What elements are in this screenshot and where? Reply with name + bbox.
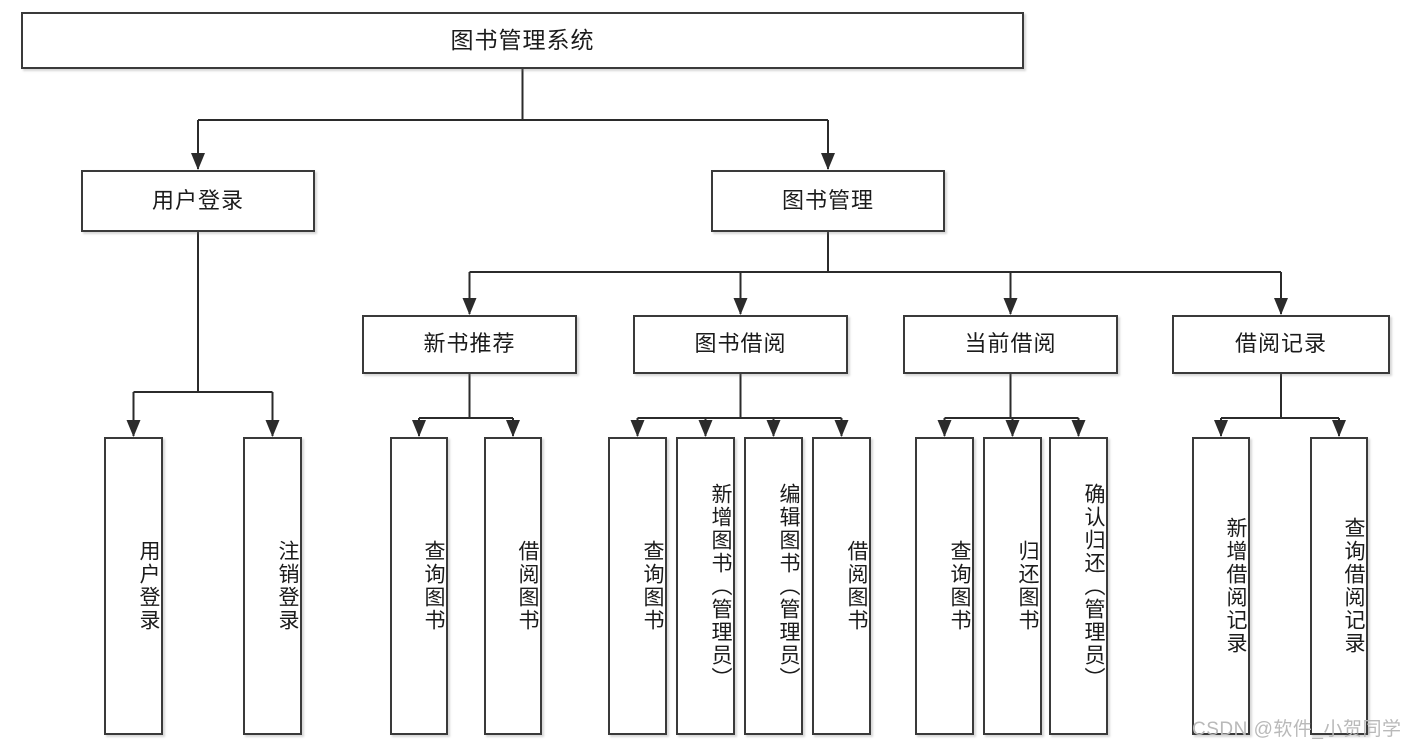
node-label: 新增图书（管理员） (709, 482, 732, 690)
node-label: 确认归还（管理员） (1082, 482, 1105, 690)
node-label: 注销登录 (276, 540, 299, 632)
node-root-system[interactable]: 图书管理系统 (21, 12, 1024, 69)
leaf-current-query-book[interactable]: 查询图书 (915, 437, 974, 735)
node-book-management[interactable]: 图书管理 (711, 170, 945, 232)
node-label: 图书管理 (781, 187, 874, 213)
leaf-borrow-edit-book-admin[interactable]: 编辑图书（管理员） (744, 437, 803, 735)
node-label: 新增借阅记录 (1224, 517, 1247, 655)
node-label: 借阅图书 (516, 540, 539, 632)
leaf-current-return-book[interactable]: 归还图书 (983, 437, 1042, 735)
leaf-record-query[interactable]: 查询借阅记录 (1310, 437, 1368, 735)
node-label: 借阅记录 (1234, 331, 1327, 357)
leaf-recommend-borrow-book[interactable]: 借阅图书 (484, 437, 542, 735)
leaf-borrow-borrow-book[interactable]: 借阅图书 (812, 437, 871, 735)
leaf-borrow-query-book[interactable]: 查询图书 (608, 437, 667, 735)
node-user-login[interactable]: 用户登录 (81, 170, 315, 232)
node-label: 借阅图书 (845, 540, 868, 632)
node-label: 查询图书 (948, 540, 971, 632)
node-borrow-record[interactable]: 借阅记录 (1172, 315, 1390, 374)
node-new-book-recommend[interactable]: 新书推荐 (362, 315, 577, 374)
node-book-borrow[interactable]: 图书借阅 (633, 315, 848, 374)
node-label: 查询借阅记录 (1342, 517, 1365, 655)
leaf-logout[interactable]: 注销登录 (243, 437, 302, 735)
node-label: 图书管理系统 (450, 26, 595, 53)
node-label: 查询图书 (641, 540, 664, 632)
node-label: 编辑图书（管理员） (777, 482, 800, 690)
node-label: 用户登录 (151, 187, 244, 213)
leaf-recommend-query-book[interactable]: 查询图书 (390, 437, 448, 735)
node-label: 新书推荐 (423, 331, 516, 357)
leaf-current-confirm-return-admin[interactable]: 确认归还（管理员） (1049, 437, 1108, 735)
csdn-watermark: CSDN @软件_小贺同学 (1192, 719, 1402, 740)
node-label: 查询图书 (422, 540, 445, 632)
leaf-borrow-add-book-admin[interactable]: 新增图书（管理员） (676, 437, 735, 735)
node-label: 归还图书 (1016, 540, 1039, 632)
leaf-record-add[interactable]: 新增借阅记录 (1192, 437, 1250, 735)
node-label: 用户登录 (137, 540, 160, 632)
node-label: 图书借阅 (694, 331, 787, 357)
leaf-user-login[interactable]: 用户登录 (104, 437, 163, 735)
node-label: 当前借阅 (964, 331, 1057, 357)
node-current-borrow[interactable]: 当前借阅 (903, 315, 1118, 374)
